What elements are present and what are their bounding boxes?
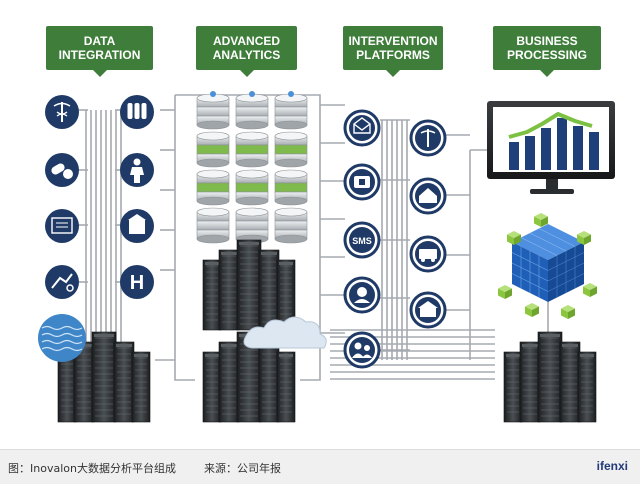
server-rack xyxy=(236,239,262,331)
storage-disk-stack xyxy=(235,131,269,168)
storage-disk-stack xyxy=(235,169,269,206)
server-racks xyxy=(57,239,597,423)
house-icon xyxy=(409,177,447,215)
header-business-processing-label: BUSINESS PROCESSING xyxy=(506,34,587,62)
server-rack xyxy=(258,341,280,423)
monitor-bar xyxy=(525,136,535,170)
storage-disk-stack xyxy=(274,207,308,244)
server-rack xyxy=(202,259,222,331)
green-block xyxy=(498,285,512,299)
green-block xyxy=(534,213,548,227)
storage-disk-stack xyxy=(274,169,308,206)
server-rack xyxy=(218,341,240,423)
storage-disk-stack xyxy=(196,93,230,130)
people-icon xyxy=(343,331,381,369)
disk-indicator xyxy=(210,91,216,97)
server-rack xyxy=(276,351,296,423)
green-block xyxy=(561,305,575,319)
monitor-bar xyxy=(589,132,599,170)
person-icon xyxy=(120,153,154,187)
server-rack xyxy=(503,351,523,423)
server-rack xyxy=(559,341,581,423)
sms-label: SMS xyxy=(352,236,372,246)
caption-source: 来源：公司年报 xyxy=(204,462,281,475)
storage-disk-array xyxy=(196,91,308,244)
green-block xyxy=(507,231,521,245)
green-block xyxy=(583,283,597,297)
figure-caption-bar: 图：Inovalon大数据分析平台组成 来源：公司年报 ifenxi xyxy=(0,449,640,484)
header-intervention-platforms: INTERVENTION PLATFORMS xyxy=(343,26,443,77)
header-data-integration-label: DATA INTEGRATION xyxy=(58,34,141,62)
green-block xyxy=(577,231,591,245)
monitor-bar xyxy=(541,128,551,170)
storage-disk-stack xyxy=(274,131,308,168)
mobile-clinic-icon xyxy=(409,235,447,273)
sms-icon: SMS xyxy=(343,221,381,259)
header-business-processing: BUSINESS PROCESSING xyxy=(493,26,601,77)
trend-line xyxy=(508,112,593,139)
storage-disk-stack xyxy=(196,169,230,206)
server-rack xyxy=(519,341,541,423)
server-rack xyxy=(258,249,280,331)
header-intervention-platforms-label: INTERVENTION PLATFORMS xyxy=(348,34,438,62)
store-icon xyxy=(409,291,447,329)
cloud-icon xyxy=(243,316,327,349)
ifenxi-logo: ifenxi xyxy=(596,459,628,473)
green-block xyxy=(525,303,539,317)
server-rack xyxy=(577,351,597,423)
phone-icon xyxy=(343,163,381,201)
server-rack xyxy=(57,351,77,423)
storage-disk-stack xyxy=(196,131,230,168)
storage-disk-stack xyxy=(274,93,308,130)
call-center-icon xyxy=(343,276,381,314)
server-rack xyxy=(91,331,117,423)
header-data-integration: DATA INTEGRATION xyxy=(46,26,153,77)
header-advanced-analytics-label: ADVANCED ANALYTICS xyxy=(212,34,281,62)
monitor-bar xyxy=(573,126,583,170)
hospital-h-label: H xyxy=(130,272,144,294)
monitor-bar-chart xyxy=(509,118,599,170)
data-cube xyxy=(511,224,585,302)
server-rack xyxy=(73,341,95,423)
server-rack xyxy=(537,331,563,423)
monitor-bar xyxy=(557,118,567,170)
storage-disk-stack xyxy=(235,207,269,244)
building-icon xyxy=(120,209,154,243)
records-icon xyxy=(45,209,79,243)
vials-icon xyxy=(120,95,154,129)
handshake-icon xyxy=(45,265,79,299)
header-advanced-analytics: ADVANCED ANALYTICS xyxy=(196,26,297,77)
green-data-blocks xyxy=(498,213,597,319)
caduceus-icon xyxy=(409,119,447,157)
storage-disk-stack xyxy=(235,93,269,130)
caption-title: 图：Inovalon大数据分析平台组成 xyxy=(8,462,176,475)
server-rack xyxy=(131,351,151,423)
analytics-monitor xyxy=(487,101,615,194)
water-icon xyxy=(38,314,86,362)
mail-icon xyxy=(343,109,381,147)
server-rack xyxy=(113,341,135,423)
monitor-bar xyxy=(509,142,519,170)
hospital-h-icon: H xyxy=(120,265,154,299)
pills-icon xyxy=(45,153,79,187)
lab-caduceus-icon xyxy=(45,95,79,129)
disk-indicator xyxy=(288,91,294,97)
connector-lines xyxy=(78,94,549,381)
server-rack xyxy=(218,249,240,331)
server-rack xyxy=(202,351,222,423)
storage-disk-stack xyxy=(196,207,230,244)
disk-indicator xyxy=(249,91,255,97)
